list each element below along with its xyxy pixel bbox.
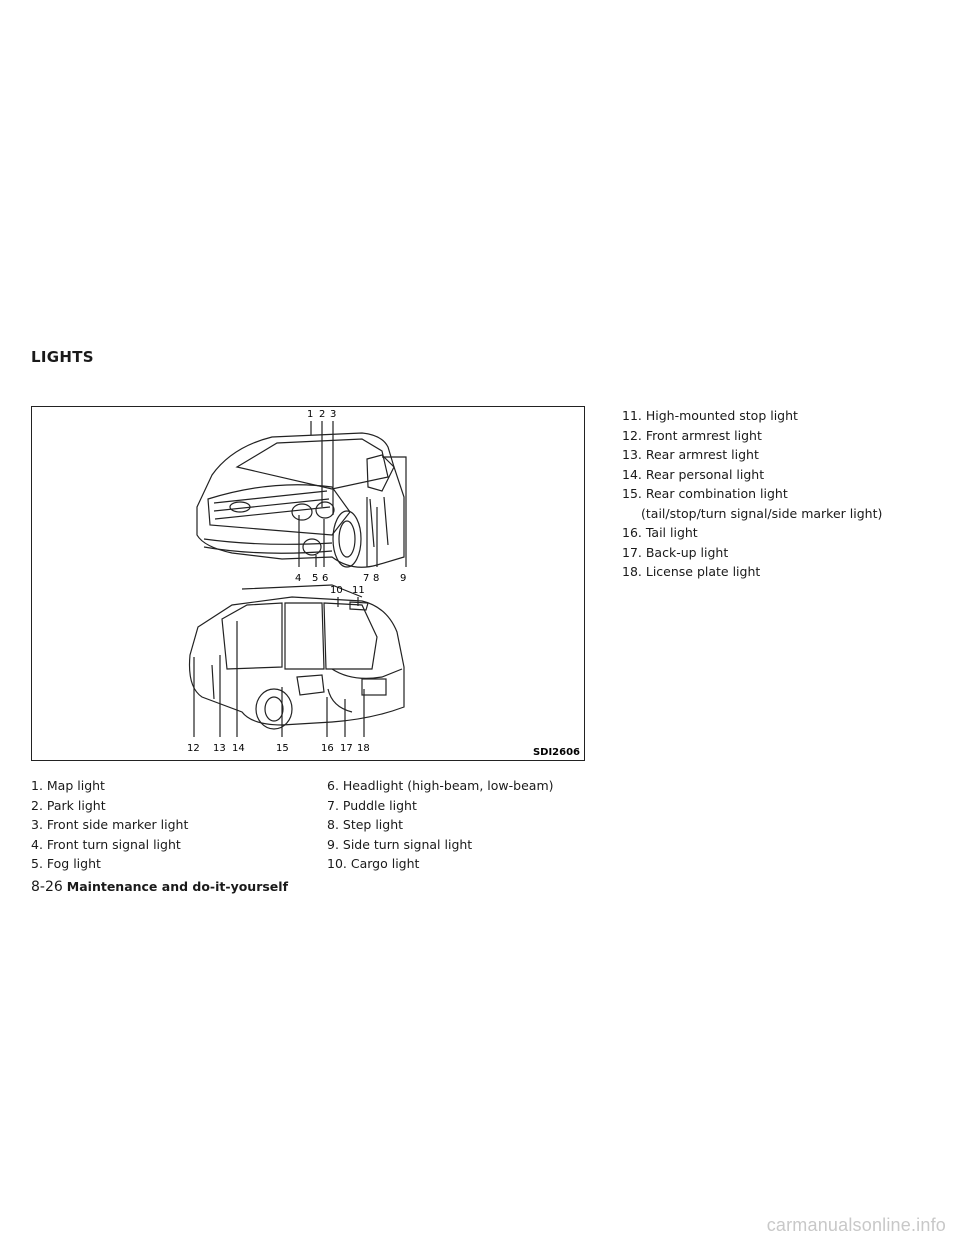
callout-8: 8 — [373, 573, 380, 584]
callout-17: 17 — [340, 743, 353, 754]
legend-item: 11. High-mounted stop light — [622, 408, 798, 423]
legend-item: 14. Rear personal light — [622, 466, 765, 482]
vehicle-lights-diagram: 1 2 3 4 5 6 7 8 9 10 11 12 13 14 15 16 1… — [31, 406, 585, 761]
legend-item: 4. Front turn signal light — [31, 836, 181, 852]
legend-item: 10. Cargo light — [327, 856, 420, 871]
footer-section-title: Maintenance and do-it-yourself — [66, 879, 289, 894]
legend-list-right: 11. High-mounted stop light 12. Front ar… — [622, 406, 882, 582]
figure-code: SDI2606 — [532, 747, 580, 758]
legend-item: 3. Front side marker light — [31, 817, 189, 832]
legend-item: 5. Fog light — [31, 856, 101, 871]
callout-6: 6 — [322, 573, 329, 584]
legend-item: 6. Headlight (high-beam, low-beam) — [327, 778, 554, 793]
callout-16: 16 — [321, 743, 334, 754]
callout-5: 5 — [312, 573, 319, 584]
callout-18: 18 — [357, 743, 370, 754]
legend-item: 17. Back-up light — [622, 544, 729, 560]
callout-15: 15 — [276, 743, 289, 754]
legend-item: 9. Side turn signal light — [327, 836, 473, 852]
legend-item: 8. Step light — [327, 817, 404, 832]
callout-1: 1 — [307, 409, 314, 420]
legend-item: 18. License plate light — [622, 564, 761, 579]
watermark: carmanualsonline.info — [766, 1215, 946, 1235]
callout-11: 11 — [352, 585, 365, 596]
callout-3: 3 — [330, 409, 337, 420]
legend-list-middle: 6. Headlight (high-beam, low-beam) 7. Pu… — [327, 776, 554, 874]
callout-9: 9 — [400, 573, 407, 584]
section-heading: LIGHTS — [31, 348, 94, 366]
callout-12: 12 — [187, 743, 200, 754]
callout-10: 10 — [330, 585, 343, 596]
vehicle-illustration — [188, 421, 407, 737]
callout-2: 2 — [319, 409, 326, 420]
front-vehicle-body — [196, 432, 405, 568]
legend-item-continuation: (tail/stop/turn signal/side marker light… — [641, 505, 883, 521]
page-number: 8-26 — [31, 879, 63, 895]
legend-item: 7. Puddle light — [327, 797, 417, 813]
callout-13: 13 — [213, 743, 226, 754]
legend-item: 2. Park light — [31, 797, 106, 813]
callout-4: 4 — [295, 573, 302, 584]
rear-vehicle-body — [188, 596, 405, 726]
legend-list-left: 1. Map light 2. Park light 3. Front side… — [31, 776, 188, 874]
legend-item: 13. Rear armrest light — [622, 447, 759, 462]
callout-7: 7 — [363, 573, 370, 584]
legend-item: 12. Front armrest light — [622, 427, 762, 443]
legend-item: 15. Rear combination light — [622, 486, 788, 501]
callout-14: 14 — [232, 743, 245, 754]
legend-item: 1. Map light — [31, 778, 105, 793]
legend-item: 16. Tail light — [622, 525, 698, 540]
